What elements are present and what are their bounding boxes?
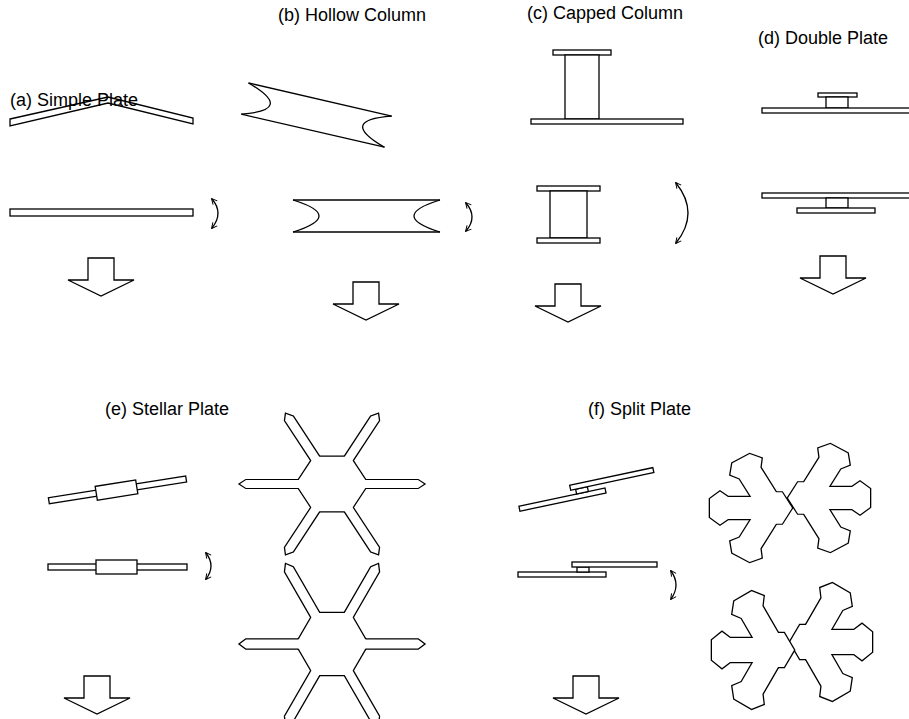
- panel-label: (c) Capped Column: [527, 2, 683, 24]
- double-plate: [762, 93, 909, 294]
- panel-label: (e) Stellar Plate: [105, 398, 229, 420]
- hollow-column: [241, 83, 472, 320]
- simple-plate: [10, 97, 218, 296]
- panel-label: (b) Hollow Column: [278, 4, 426, 26]
- split-plate: [517, 440, 872, 714]
- panel-label: (f) Split Plate: [588, 398, 691, 420]
- panel-label: (a) Simple Plate: [10, 89, 138, 111]
- panel-label: (d) Double Plate: [758, 27, 888, 49]
- capped-column: [531, 50, 688, 322]
- stellar-plate: [48, 412, 424, 719]
